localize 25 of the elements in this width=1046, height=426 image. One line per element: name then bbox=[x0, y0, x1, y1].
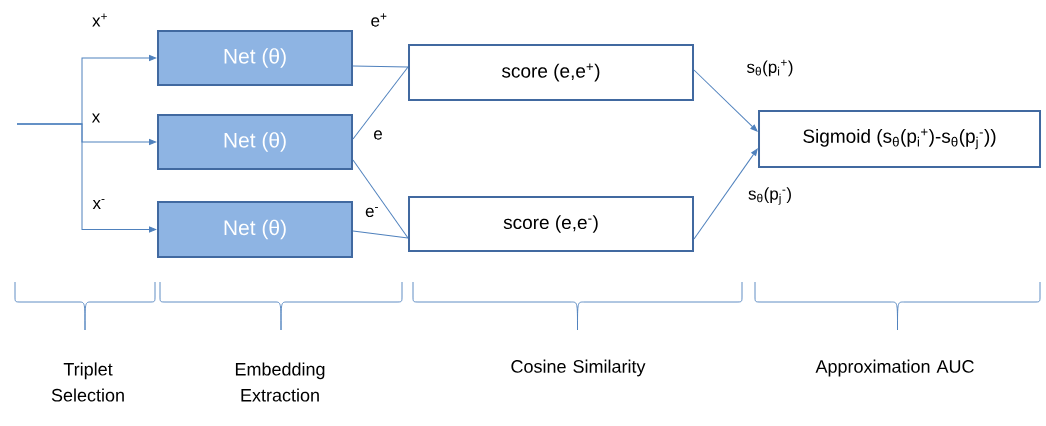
network-box: Net (θ) bbox=[157, 114, 353, 170]
connector bbox=[352, 65, 409, 68]
connector bbox=[16, 123, 157, 233]
stage-label: Embedding Extraction bbox=[235, 362, 325, 402]
edge-label: e$^{+}$ bbox=[371, 13, 387, 27]
edge-label: x$^{-}$ bbox=[92, 199, 105, 209]
connector bbox=[693, 148, 758, 240]
process-box: score (e,e$^{-}$) bbox=[408, 196, 694, 252]
network-box: Net (θ) bbox=[157, 201, 353, 258]
connector bbox=[352, 66, 409, 140]
connector bbox=[693, 69, 758, 132]
process-box: Sigmoid (s$_{θ}$(p$_{i}$$^{+}$)-s$_{θ}$(p$_{j}$$^{-}$)) bbox=[758, 110, 1041, 168]
edge-label: x$^{+}$ bbox=[92, 13, 107, 27]
edge-label: e bbox=[374, 130, 382, 140]
process-box: score (e,e$^{+}$) bbox=[408, 44, 694, 101]
edge-label: x bbox=[91, 113, 101, 123]
connector bbox=[352, 230, 409, 239]
stage-label: Approximation AUC bbox=[815, 359, 974, 377]
network-box: Net (θ) bbox=[157, 30, 353, 86]
edge-label: s$_{θ}$(p$_{j}$$^{-}$) bbox=[748, 187, 791, 205]
connector bbox=[352, 159, 409, 239]
stage-label: Cosine Similarity bbox=[511, 359, 646, 377]
edge-label: e$^{-}$ bbox=[365, 207, 378, 218]
edge-label: s$_{θ}$(p$_{i}$$^{+}$) bbox=[747, 59, 793, 77]
stage-label: Triplet Selection bbox=[51, 362, 124, 402]
